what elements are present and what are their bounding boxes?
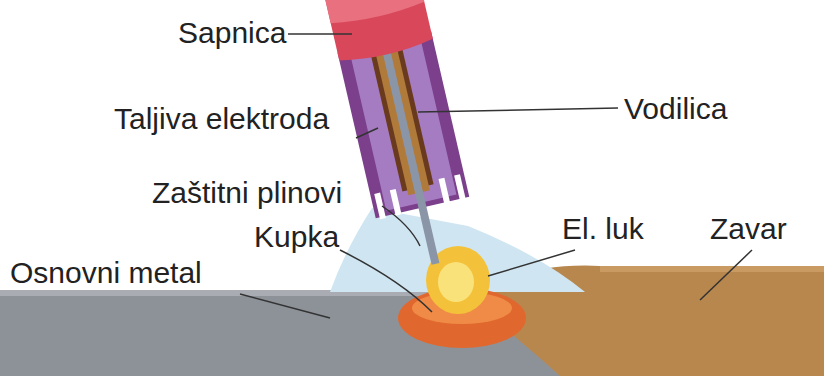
gas-slot	[454, 174, 466, 201]
leader-lines	[240, 34, 752, 318]
leader-line	[700, 250, 752, 300]
leader-line	[240, 294, 330, 318]
gas-slot	[439, 178, 451, 205]
gas-slot	[374, 193, 386, 220]
nozzle-cap	[322, 0, 434, 65]
leader-line	[488, 250, 575, 276]
electrode-wire	[380, 41, 439, 265]
part-label: El. luk	[560, 214, 646, 244]
part-label: Osnovni metal	[8, 258, 204, 288]
leader-line	[382, 206, 420, 246]
leader-line	[418, 108, 618, 112]
part-label: Sapnica	[176, 18, 288, 48]
electric-arc-core	[438, 262, 474, 302]
leader-line	[356, 128, 378, 138]
gas-slot	[390, 189, 402, 216]
nozzle-cap-top	[322, 0, 425, 27]
weld-bead-top	[600, 266, 824, 272]
part-label: Taljiva elektroda	[112, 104, 331, 134]
part-label: Kupka	[252, 222, 341, 252]
torch	[322, 0, 483, 275]
part-label: Vodilica	[622, 94, 729, 124]
leader-line	[340, 250, 432, 312]
leader-line	[288, 33, 352, 35]
part-label: Zaštitni plinovi	[150, 178, 344, 208]
part-label: Zavar	[708, 214, 789, 244]
